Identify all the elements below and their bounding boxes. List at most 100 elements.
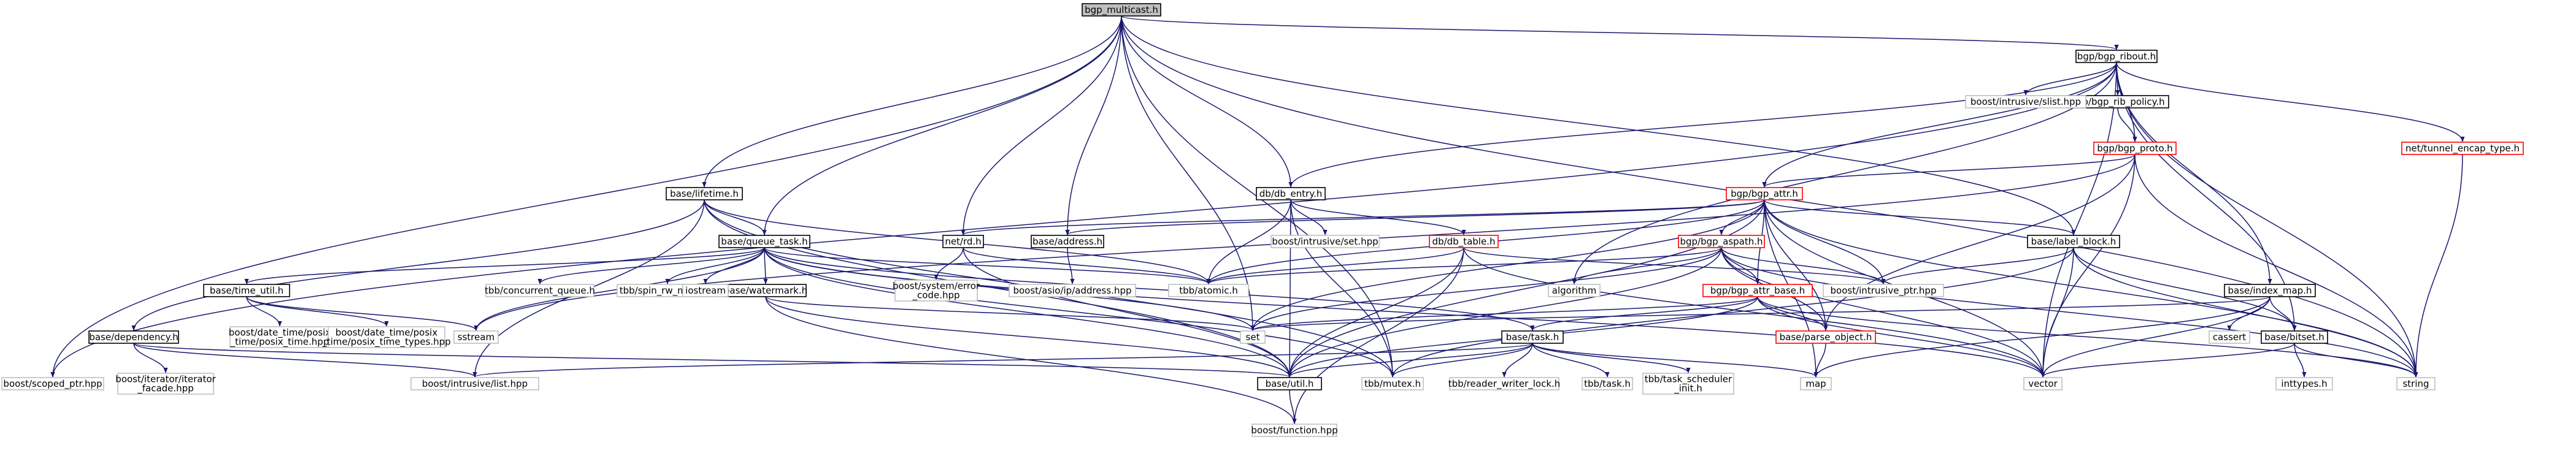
node-box: [1271, 235, 1380, 248]
node-box: [1009, 284, 1136, 297]
node-index-map[interactable]: base/index_map.h: [2224, 284, 2316, 297]
node-label: sstream: [458, 332, 494, 343]
node-iostream: iostream: [682, 284, 729, 297]
node-boost-intrusive-list: boost/intrusive/list.hpp: [410, 377, 539, 390]
node-algorithm: algorithm: [1548, 284, 1601, 297]
node-bgp-attr-base[interactable]: bgp/bgp_attr_base.h: [1702, 284, 1813, 297]
node-box: [1702, 284, 1813, 297]
node-root[interactable]: bgp_multicast.h: [1082, 3, 1161, 17]
edge-bgp_proto-to-bgp_attr: [1762, 154, 2136, 188]
node-bgp-attr[interactable]: bgp/bgp_attr.h: [1726, 187, 1803, 200]
node-inttypes: inttypes.h: [2275, 377, 2333, 390]
node-box: [1257, 377, 1322, 390]
node-label: base/watermark.h: [724, 285, 807, 296]
node-box: [203, 284, 290, 297]
node-label: base/lifetime.h: [670, 188, 739, 199]
edge-index_map-to-map: [1813, 296, 2270, 378]
node-box: [2261, 330, 2328, 344]
edge-root-to-lifetime: [702, 15, 1122, 188]
edge-bgp_proto-to-parse_object: [1823, 154, 2136, 331]
nodes-layer: bgp_multicast.h bgp/bgp_ribout.h base/life…: [1, 3, 2524, 437]
edge-label_block-to-tbb_mutex: [1390, 247, 2074, 378]
node-base-util[interactable]: base/util.h: [1257, 377, 1322, 390]
edge-netrd-to-base_util: [963, 247, 1292, 378]
edge-netrd-to-boost_system_error: [934, 247, 964, 280]
node-label: tbb/reader_writer_lock.h: [1448, 378, 1561, 390]
node-label: net/rd.h: [945, 236, 981, 247]
edge-queue_task-to-vector: [764, 247, 2045, 378]
node-netrd[interactable]: net/rd.h: [942, 235, 984, 248]
node-dependency[interactable]: base/dependency.h: [88, 330, 179, 344]
edge-bgp_attr-to-base_util: [1287, 199, 1765, 378]
node-bgp-aspath[interactable]: bgp/bgp_aspath.h: [1678, 235, 1765, 248]
node-address[interactable]: base/address.h: [1031, 235, 1104, 248]
edge-queue_task-to-base_task: [764, 247, 1535, 331]
edge-time_util-to-boost_posix_time_types: [246, 296, 389, 327]
node-db-table[interactable]: db/db_table.h: [1429, 235, 1499, 248]
node-label: base/label_block.h: [2031, 236, 2117, 248]
edge-bgp_ribout-to-tunnel_encap: [2116, 62, 2465, 142]
node-map: map: [1800, 377, 1832, 390]
node-label: algorithm: [1552, 285, 1596, 296]
edge-label_block-to-string: [2073, 247, 2418, 378]
edge-bgp_aspath-to-set: [1250, 247, 1722, 331]
node-box: [1168, 284, 1249, 297]
edge-bgp_aspath-to-algorithm: [1572, 247, 1722, 284]
edge-db_entry-to-base_util: [1287, 199, 1292, 378]
edge-base_task-to-tbb_rw_lock: [1502, 343, 1533, 378]
node-label: base/bitset.h: [2264, 332, 2324, 343]
node-label-block[interactable]: base/label_block.h: [2027, 235, 2120, 248]
edge-lifetime-to-dependency: [131, 199, 705, 331]
edge-bgp_attr_base-to-parse_object: [1757, 296, 1828, 331]
node-time-util[interactable]: base/time_util.h: [203, 284, 290, 297]
node-boost-scoped-ptr: boost/scoped_ptr.hpp: [1, 377, 104, 390]
node-boost-intrusive-set: boost/intrusive/set.hpp: [1271, 235, 1380, 248]
edge-bgp_aspath-to-boost_intrusive_ptr: [1721, 247, 1886, 284]
node-box: [1256, 187, 1326, 200]
node-box: [1726, 187, 1803, 200]
node-tunnel-encap[interactable]: net/tunnel_encap_type.h: [2401, 142, 2524, 155]
node-label: string: [2402, 378, 2429, 389]
node-bitset[interactable]: base/bitset.h: [2261, 330, 2328, 344]
edge-index_map-to-vector: [2040, 296, 2270, 378]
node-box: [2209, 330, 2250, 344]
node-label: bgp/bgp_proto.h: [2097, 143, 2172, 154]
edge-queue_task-to-tbb_mutex: [764, 247, 1395, 378]
node-boost-intrusive-ptr: boost/intrusive_ptr.hpp: [1823, 284, 1944, 297]
edge-queue_task-to-watermark: [763, 247, 768, 284]
node-vector: vector: [2023, 377, 2063, 390]
node-db-entry[interactable]: db/db_entry.h: [1256, 187, 1326, 200]
node-box: [2224, 284, 2316, 297]
node-tbb-atomic: tbb/atomic.h: [1168, 284, 1249, 297]
node-rib-policy[interactable]: bgp/bgp_rib_policy.h: [2066, 95, 2169, 108]
node-bgp-ribout[interactable]: bgp/bgp_ribout.h: [2075, 50, 2158, 63]
edge-bgp_attr_base-to-vector: [1757, 296, 2045, 378]
node-boost-posix-time-types: boost/date_time/posix_time/posix_time_ty…: [321, 326, 451, 348]
edge-lifetime-to-base_util: [704, 199, 1292, 378]
node-label: db/db_table.h: [1432, 236, 1496, 248]
edge-bgp_aspath-to-bgp_attr_base: [1721, 247, 1760, 284]
edge-db_entry-to-tbb_atomic: [1206, 199, 1291, 284]
node-label: bgp/bgp_attr.h: [1731, 188, 1798, 200]
node-queue-task[interactable]: base/queue_task.h: [718, 235, 810, 248]
node-parse-object[interactable]: base/parse_object.h: [1775, 330, 1876, 344]
node-bgp-proto[interactable]: bgp/bgp_proto.h: [2093, 142, 2177, 155]
edge-label_block-to-vector: [2040, 247, 2074, 378]
edge-root-to-label_block: [1121, 15, 2076, 235]
node-watermark[interactable]: base/watermark.h: [724, 284, 807, 297]
node-box: [410, 377, 539, 390]
edge-label_block-to-boost_intrusive_ptr: [1881, 247, 2074, 284]
edge-db_table-to-boost_function: [1292, 247, 1464, 424]
node-box: [1031, 235, 1104, 248]
node-box: [666, 187, 743, 200]
node-box: [1251, 424, 1337, 437]
node-label: bgp_multicast.h: [1085, 4, 1158, 16]
node-box: [328, 326, 445, 348]
node-lifetime[interactable]: base/lifetime.h: [666, 187, 743, 200]
node-label: bgp/bgp_ribout.h: [2077, 51, 2156, 63]
node-box: [1082, 3, 1161, 17]
node-string: string: [2396, 377, 2436, 390]
edge-index_map-to-set: [1250, 296, 2270, 331]
node-base-task[interactable]: base/task.h: [1501, 330, 1564, 344]
node-box: [1965, 95, 2086, 108]
